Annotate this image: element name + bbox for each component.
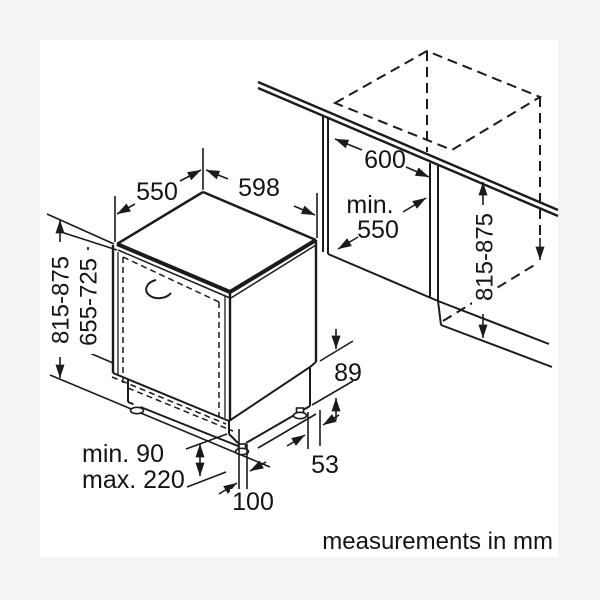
- dimension-arrows: [55, 138, 488, 495]
- dim-appliance-height-label: 815-875: [48, 256, 75, 344]
- foot-right: [292, 407, 308, 420]
- label-mask: [77, 250, 98, 354]
- label-mask: [230, 489, 276, 514]
- door-handle: [145, 279, 172, 300]
- dishwasher-outline: [111, 190, 318, 444]
- dim-niche-depth-label-line2: 550: [357, 216, 399, 244]
- dim-plinth-max-label: max. 220: [82, 466, 185, 494]
- cabinet-plinth: [437, 300, 553, 368]
- foot-left: [129, 403, 145, 415]
- floor-lines: [49, 374, 317, 468]
- dim-rear-foot-offset-label: 53: [311, 451, 339, 479]
- niche-side-wall: [322, 116, 439, 302]
- drawing-canvas: [40, 40, 558, 557]
- dim-top-width-label: 598: [238, 174, 280, 202]
- dim-rear-base-inset-label: 89: [334, 359, 362, 387]
- extension-lines: [46, 148, 354, 512]
- dim-niche-depth-label-line1: min.: [346, 191, 393, 219]
- dim-plinth-min-label: min. 90: [82, 440, 164, 468]
- dim-door-height-label: 655-725: [76, 258, 103, 346]
- dim-front-foot-offset-label: 100: [232, 488, 274, 516]
- dim-niche-height-label: 815-875: [472, 213, 499, 301]
- measurement-unit-note: measurements in mm: [322, 528, 553, 555]
- label-mask: [472, 205, 494, 310]
- dim-niche-width-label: 600: [364, 146, 406, 174]
- label-mask: [50, 246, 71, 354]
- dim-top-depth-label: 550: [136, 178, 178, 206]
